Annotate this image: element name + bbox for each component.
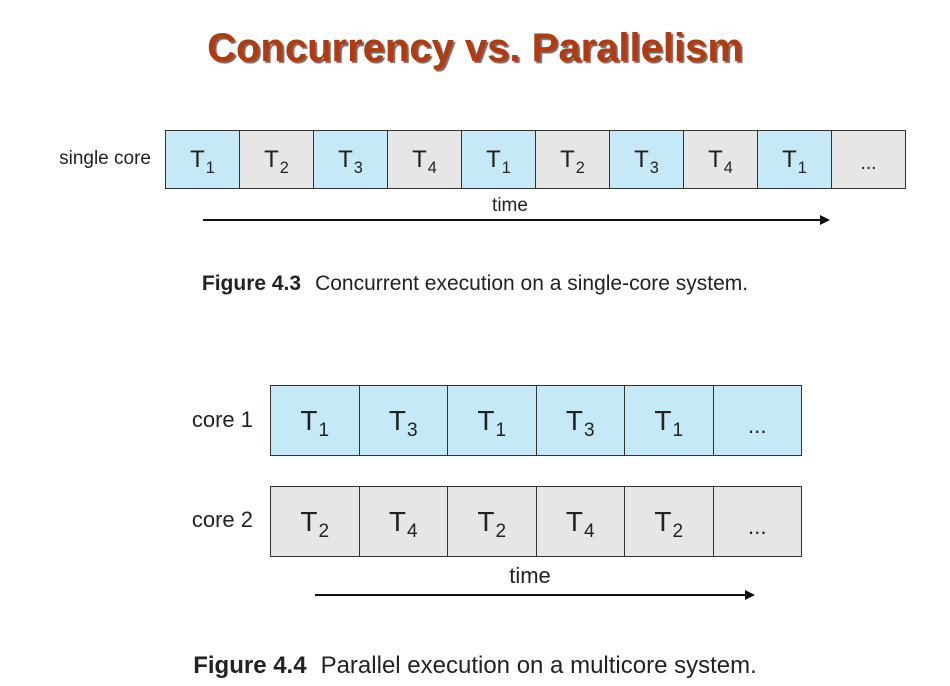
task-number: 2 [318,520,330,542]
task-number: 2 [279,158,289,177]
task-letter: T [565,505,583,537]
task-number: 1 [672,419,684,441]
task-letter: T [412,145,427,173]
task-number: 2 [575,158,585,177]
task-letter: T [477,505,495,537]
figure-4-3-caption: Figure 4.3 Concurrent execution on a sing… [0,272,950,296]
time-label-fig1: time [492,195,528,216]
task-number: 1 [797,158,807,177]
task-letter: T [654,505,672,537]
task-number: 3 [649,158,659,177]
task-number: 2 [495,520,507,542]
task-letter: T [486,145,501,173]
task-number: 1 [501,158,511,177]
figure-4-4-text: Parallel execution on a multicore system… [320,652,757,679]
timeslot-ellipsis: ... [832,131,906,189]
task-number: 4 [584,520,595,542]
time-label-fig2: time [509,563,551,588]
task-number: 1 [495,419,507,441]
core-1-label: core 1 [191,407,253,432]
task-letter: T [565,404,583,436]
task-number: 1 [318,419,330,441]
figure-4-4-caption: Figure 4.4 Parallel execution on a multic… [0,652,950,680]
timeslot-ellipsis: ... [713,487,802,557]
figure-4-3-number: Figure 4.3 [201,272,302,295]
task-letter: ... [747,413,767,439]
task-number: 4 [723,158,733,177]
time-arrow-fig1 [203,215,830,225]
single-core-label: single core [59,148,151,169]
task-letter: ... [860,153,877,175]
task-letter: T [338,145,353,173]
task-letter: T [388,404,406,436]
task-letter: ... [747,514,767,540]
task-number: 4 [407,520,418,542]
task-letter: T [300,505,318,537]
task-letter: T [388,505,406,537]
task-number: 3 [584,419,595,441]
task-number: 2 [672,520,684,542]
task-letter: T [654,404,672,436]
task-letter: T [634,145,649,173]
task-number: 3 [407,419,418,441]
timeslot-ellipsis: ... [713,386,802,456]
task-letter: T [782,145,797,173]
time-arrow-fig2 [315,590,755,600]
core-2-label: core 2 [191,507,253,532]
task-letter: T [300,404,318,436]
task-letter: T [560,145,575,173]
task-number: 4 [427,158,437,177]
task-letter: T [708,145,723,173]
task-letter: T [477,404,495,436]
figure-4-3-text: Concurrent execution on a single-core sy… [315,272,749,295]
figure-4-4-number: Figure 4.4 [193,652,307,679]
task-number: 3 [353,158,363,177]
task-letter: T [190,145,205,173]
task-number: 1 [205,158,215,177]
task-letter: T [264,145,279,173]
slide-title: Concurrency vs. Parallelism [207,26,743,70]
